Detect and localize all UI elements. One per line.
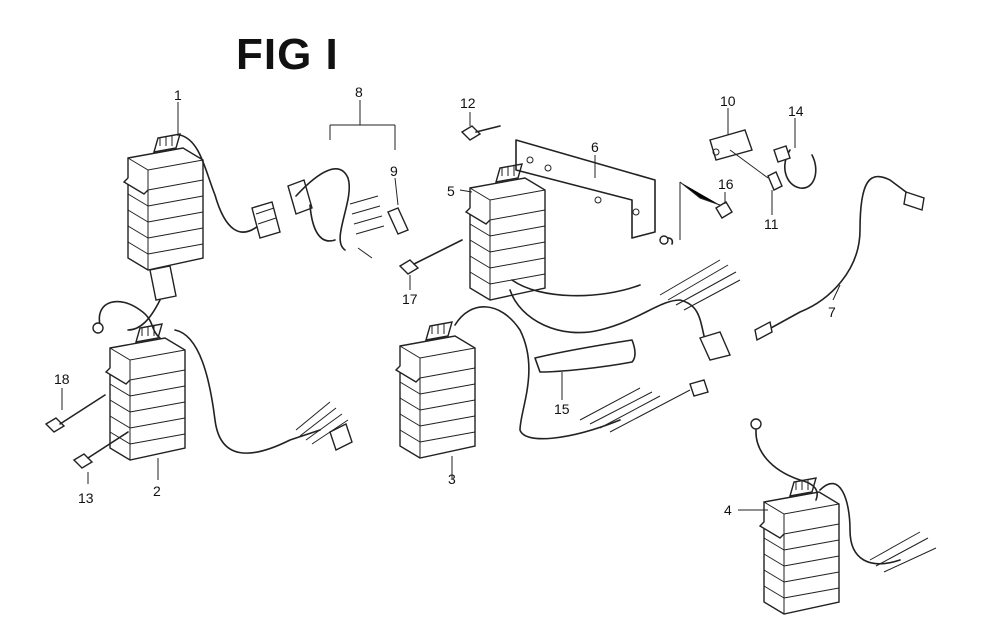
callout-12: 12 — [460, 95, 476, 111]
clip-part-14 — [773, 145, 817, 189]
callout-16: 16 — [718, 176, 734, 192]
callout-13: 13 — [78, 490, 94, 506]
bolt-part-17 — [398, 239, 463, 275]
regulator-part-1 — [123, 133, 385, 271]
callout-18: 18 — [54, 371, 70, 387]
callout-6: 6 — [591, 139, 599, 155]
callout-9: 9 — [390, 163, 398, 179]
regulator-part-2 — [92, 265, 353, 461]
callout-2: 2 — [153, 483, 161, 499]
cable-part-7 — [754, 175, 925, 342]
callout-1: 1 — [174, 87, 182, 103]
callout-10: 10 — [720, 93, 736, 109]
regulator-part-3 — [395, 306, 709, 459]
clamp-part-10 — [709, 129, 783, 191]
callout-14: 14 — [788, 103, 804, 119]
regulator-part-4 — [750, 418, 937, 615]
callout-3: 3 — [448, 471, 456, 487]
bolt-part-13 — [72, 431, 129, 484]
regulator-part-5 — [465, 139, 741, 361]
callout-4: 4 — [724, 502, 732, 518]
callout-5: 5 — [447, 183, 455, 199]
bolt-part-16 — [679, 181, 733, 240]
tube-part-15 — [534, 339, 636, 373]
callout-15: 15 — [554, 401, 570, 417]
bolt-part-18 — [44, 388, 106, 433]
callout-8: 8 — [355, 84, 363, 100]
callout-17: 17 — [402, 291, 418, 307]
callout-7: 7 — [828, 304, 836, 320]
callout-11: 11 — [764, 216, 779, 232]
bolt-part-12 — [460, 125, 501, 141]
figure-title: FIG I — [236, 30, 339, 79]
